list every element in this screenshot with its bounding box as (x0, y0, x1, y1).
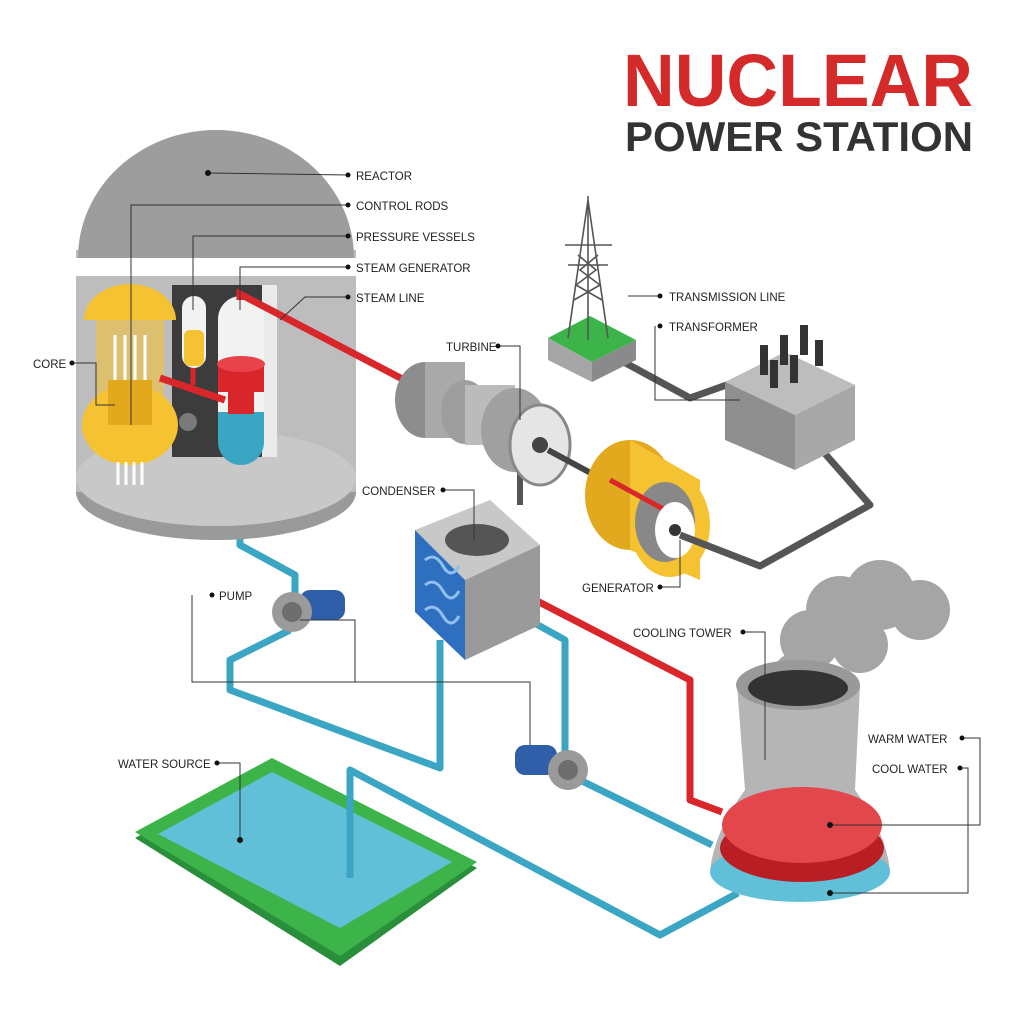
label-transmission-line: TRANSMISSION LINE (669, 292, 786, 304)
label-cooling-tower: COOLING TOWER (633, 628, 732, 640)
title-nuclear: NUCLEAR (623, 39, 973, 122)
leader-dots (69, 170, 965, 896)
transformer (725, 325, 855, 470)
label-control-rods: CONTROL RODS (356, 201, 449, 213)
generator (585, 440, 710, 580)
label-cool-water: COOL WATER (872, 764, 948, 776)
label-generator: GENERATOR (582, 583, 654, 595)
condenser (415, 500, 540, 660)
label-pump: PUMP (219, 591, 253, 603)
steam-generator (158, 296, 265, 465)
pump-1 (272, 590, 345, 632)
label-turbine: TURBINE (446, 342, 497, 354)
label-transformer: TRANSFORMER (669, 322, 758, 334)
label-steam-generator: STEAM GENERATOR (356, 263, 471, 275)
transmission-tower (548, 196, 636, 382)
label-steam-line: STEAM LINE (356, 293, 425, 305)
label-pressure-vessels: PRESSURE VESSELS (356, 232, 475, 244)
reactor-core (82, 284, 178, 485)
label-reactor: REACTOR (356, 171, 412, 183)
hot-water-pipes (510, 584, 724, 816)
label-condenser: CONDENSER (362, 486, 435, 498)
title-power-station: POWER STATION (625, 113, 973, 160)
cooling-tower (710, 560, 950, 902)
leader-lines (72, 172, 981, 894)
power-cables (618, 356, 874, 570)
label-warm-water: WARM WATER (868, 734, 947, 746)
control-rods (113, 335, 147, 485)
label-core: CORE (33, 359, 67, 371)
pump-2 (515, 745, 588, 790)
steam-cloud (773, 560, 950, 697)
turbine (395, 362, 602, 505)
water-source (135, 758, 477, 966)
pressure-vessel (182, 296, 206, 385)
label-water-source: WATER SOURCE (118, 759, 211, 771)
